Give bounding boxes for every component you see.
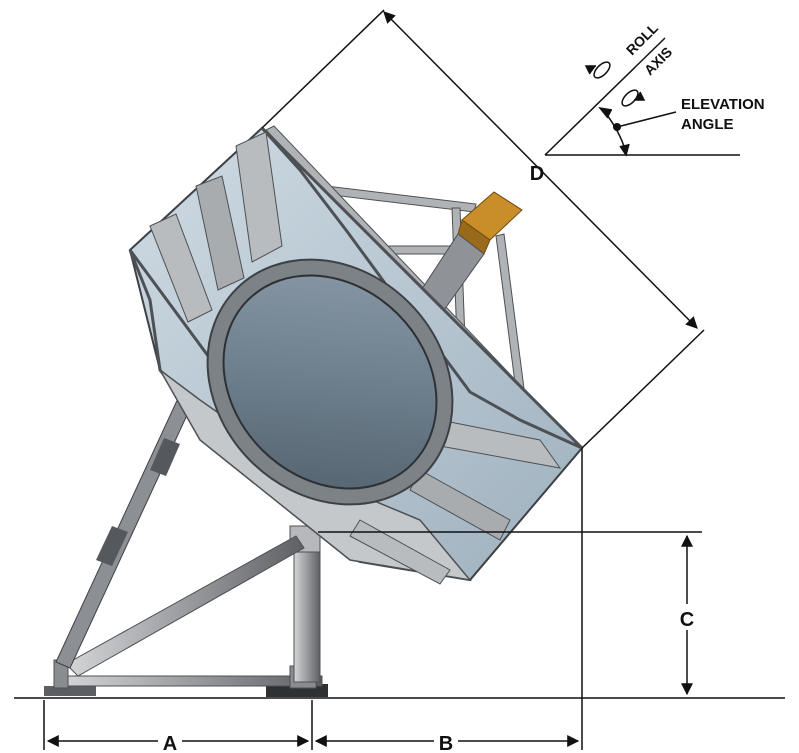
dimension-a-label: A [163,733,177,753]
axis-label: AXIS [641,44,675,78]
elevation-actuator [55,393,195,669]
dimension-c-label: C [680,609,694,631]
dimension-b-label: B [439,733,453,753]
elevation-pivot-dot [613,123,621,131]
angle-label: ANGLE [681,116,734,133]
diagonal-brace [65,535,305,677]
support-post [289,525,321,683]
dimension-d-label: D [530,163,544,185]
elevation-label: ELEVATION [681,96,765,113]
angle-inset [544,37,740,157]
dimension-d [261,9,705,449]
